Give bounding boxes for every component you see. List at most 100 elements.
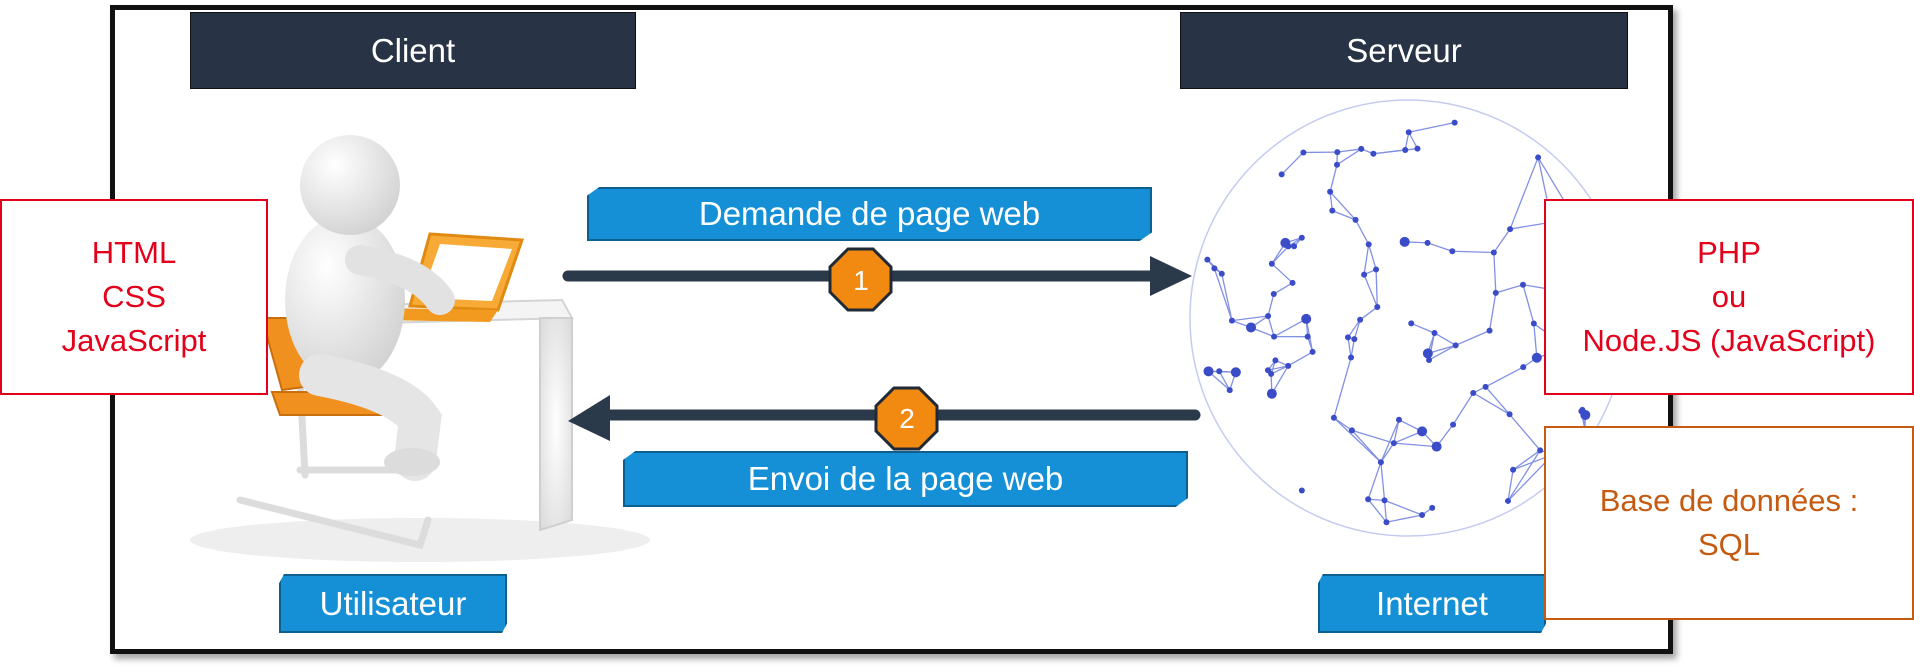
client-header: Client [190, 12, 636, 89]
network-link [1231, 315, 1269, 322]
network-node [1365, 496, 1372, 503]
network-node [1451, 119, 1458, 126]
network-link [1410, 322, 1435, 334]
network-node [1280, 237, 1291, 248]
network-node [1429, 504, 1436, 511]
network-link [1332, 209, 1356, 221]
network-link [1488, 292, 1497, 331]
network-link [1271, 365, 1289, 395]
network-node [1285, 362, 1292, 369]
server-tech-or: ou [1711, 279, 1747, 314]
user-label: Utilisateur [279, 574, 507, 633]
network-node [1390, 440, 1397, 447]
network-link [1452, 250, 1494, 254]
network-link [1351, 429, 1395, 444]
network-node [1431, 329, 1438, 336]
network-node [1291, 243, 1298, 250]
network-node [1408, 320, 1415, 327]
network-link [1329, 191, 1357, 221]
network-link [1367, 462, 1382, 500]
network-node [1431, 441, 1442, 452]
network-node [1510, 466, 1517, 473]
network-node [1426, 357, 1433, 364]
network-link [1485, 366, 1524, 388]
network-link [1333, 417, 1382, 463]
network-node [1301, 313, 1312, 324]
network-node [1535, 154, 1542, 161]
network-link [1380, 442, 1395, 463]
network-node [1218, 270, 1225, 277]
network-node [1422, 348, 1433, 359]
network-node [1228, 317, 1235, 324]
network-node [1329, 207, 1336, 214]
network-node [1405, 129, 1412, 136]
network-link [1329, 164, 1338, 192]
network-node [1504, 497, 1511, 504]
server-technologies-box: PHP ou Node.JS (JavaScript) [1544, 199, 1914, 395]
network-node [1395, 416, 1402, 423]
network-link [1213, 268, 1233, 321]
user-at-laptop-icon [190, 135, 650, 562]
network-node [1271, 333, 1278, 340]
network-node [1300, 149, 1307, 156]
network-node [1203, 366, 1214, 377]
network-node [1419, 511, 1426, 518]
network-link [1393, 442, 1437, 448]
network-link [1383, 500, 1388, 523]
step-1-badge: 1 [828, 247, 893, 312]
network-node [1268, 260, 1275, 267]
network-node [1373, 266, 1380, 273]
network-link [1353, 319, 1361, 340]
network-link [1329, 191, 1333, 211]
server-tech-node: Node.JS (JavaScript) [1582, 323, 1876, 358]
network-node [1530, 320, 1537, 327]
database-sql: SQL [1697, 527, 1761, 562]
network-node [1348, 354, 1355, 361]
network-link [1493, 228, 1511, 253]
network-link [1380, 419, 1400, 463]
network-node [1399, 236, 1410, 247]
network-node [1507, 226, 1514, 233]
network-link [1350, 339, 1355, 358]
network-link [1273, 318, 1307, 338]
network-node [1531, 352, 1542, 363]
network-link [1384, 499, 1423, 516]
server-tech-php: PHP [1697, 235, 1761, 270]
client-tech-html: HTML [91, 235, 177, 270]
user-label-text: Utilisateur [319, 584, 467, 622]
network-node [1278, 171, 1285, 178]
network-node [1519, 281, 1526, 288]
internet-label-text: Internet [1376, 584, 1488, 622]
network-link [1273, 282, 1293, 295]
network-link [1359, 306, 1378, 321]
network-link [1267, 365, 1289, 371]
network-node [1348, 427, 1355, 434]
network-node [1520, 364, 1527, 371]
network-link [1267, 315, 1275, 337]
network-node [1490, 249, 1497, 256]
network-link [1393, 430, 1423, 444]
network-node [1330, 414, 1337, 421]
step-2-number: 2 [899, 403, 915, 434]
network-link [1333, 357, 1352, 418]
response-label-text: Envoi de la page web [747, 460, 1064, 497]
network-link [1472, 392, 1510, 415]
network-node [1211, 265, 1218, 272]
internet-label: Internet [1318, 574, 1546, 633]
step-2-badge: 2 [874, 386, 939, 451]
network-node [1417, 426, 1428, 437]
network-link [1368, 244, 1377, 270]
step-1-number: 1 [853, 265, 869, 296]
network-node [1272, 357, 1279, 364]
network-link [1271, 263, 1293, 284]
request-label: Demande de page web [587, 187, 1152, 241]
response-label: Envoi de la page web [623, 451, 1188, 507]
network-node [1265, 313, 1272, 320]
network-link [1509, 157, 1539, 230]
network-link [1347, 337, 1352, 358]
network-node [1414, 145, 1421, 152]
client-tech-javascript: JavaScript [61, 323, 207, 358]
network-node [1358, 145, 1365, 152]
network-node [1450, 421, 1457, 428]
network-node [1334, 149, 1341, 156]
